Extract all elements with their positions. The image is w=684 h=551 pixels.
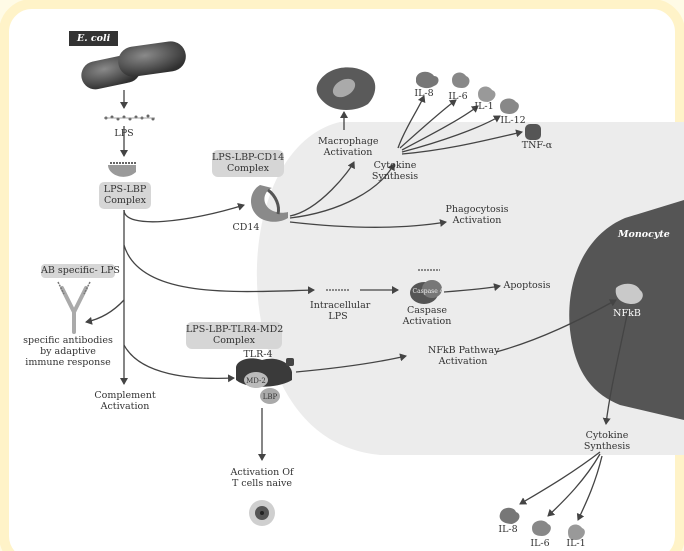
tlr4-complex-icon	[236, 358, 294, 404]
lps-lbp-cd14-label: LPS-LBP-CD14 Complex	[212, 152, 285, 174]
nfkb-icon	[615, 283, 643, 304]
intracellular-lps-label: Intracellular LPS	[310, 300, 371, 322]
il1-top-label: IL-1	[474, 101, 494, 112]
cytokine-synthesis-top-label: Cytokine Synthesis	[371, 160, 419, 182]
nfkb-label: NFkB	[613, 308, 641, 319]
tlr4-label: TLR-4	[243, 349, 273, 360]
t-cell-icon	[249, 500, 275, 526]
il1-bottom-label: IL-1	[566, 538, 586, 549]
cytokine-il6-bottom-icon	[532, 520, 551, 536]
complement-activation-label: Complement Activation	[94, 390, 156, 412]
macrophage-icon	[316, 67, 376, 110]
arrows	[85, 90, 629, 521]
caspase4-label: Caspase 4	[412, 288, 444, 295]
lps-molecule-icon	[104, 114, 155, 121]
il8-top-label: IL-8	[414, 88, 434, 99]
tnf-alpha-label: TNF-α	[521, 140, 553, 151]
caspase4-icon	[410, 269, 442, 304]
specific-antibodies-label: specific antibodies by adaptive immune r…	[23, 335, 113, 368]
host-cell	[256, 122, 684, 455]
cd14-label: CD14	[232, 222, 260, 233]
lps-lbp-tlr4-md2-label: LPS-LBP-TLR4-MD2 Complex	[186, 324, 284, 346]
tnf-alpha-icon	[525, 124, 541, 140]
lbp-label: LBP	[262, 393, 278, 401]
cytokine-synthesis-bottom-label: Cytokine Synthesis	[583, 430, 631, 452]
il12-top-label: IL-12	[500, 115, 526, 126]
lps-lbp-tlr4-tag	[186, 322, 282, 349]
cytokine-il1-top-icon	[478, 86, 496, 102]
caspase-activation-label: Caspase Activation	[402, 305, 452, 327]
ecoli-label: E. coli	[69, 31, 119, 46]
monocyte-cell	[569, 200, 684, 420]
lps-lbp-complex-label: LPS-LBP Complex	[103, 184, 147, 206]
apoptosis-label: Apoptosis	[503, 280, 551, 291]
antibody-icon	[60, 286, 88, 334]
monocyte-label: Monocyte	[618, 229, 670, 240]
cytokine-il8-top-icon	[416, 71, 439, 89]
il6-top-label: IL-6	[448, 91, 468, 102]
t-cells-activation-label: Activation Of T cells naive	[230, 467, 294, 489]
il8-bottom-label: IL-8	[498, 524, 518, 535]
ab-specific-lps-label: AB specific- LPS	[41, 265, 120, 276]
md2-label: MD-2	[246, 377, 266, 385]
phagocytosis-activation-label: Phagocytosis Activation	[445, 204, 509, 226]
cytokine-il12-top-icon	[500, 98, 519, 114]
cytokine-il1-bottom-icon	[568, 524, 585, 540]
cytokine-il6-top-icon	[452, 72, 470, 88]
ecoli-bacteria-icon	[81, 41, 186, 90]
ab-specific-tag	[41, 264, 115, 278]
macrophage-activation-label: Macrophage Activation	[318, 136, 379, 158]
lps-label: LPS	[114, 128, 134, 139]
cd14-receptor-icon	[251, 185, 288, 222]
cytokine-il8-bottom-icon	[499, 507, 520, 524]
nfkb-pathway-label: NFkB Pathway Activation	[428, 345, 500, 367]
lps-lbp-cd14-tag	[212, 150, 284, 177]
lps-lbp-complex-icon	[108, 162, 136, 177]
il6-bottom-label: IL-6	[530, 538, 550, 549]
lps-lbp-complex-tag	[99, 182, 151, 209]
